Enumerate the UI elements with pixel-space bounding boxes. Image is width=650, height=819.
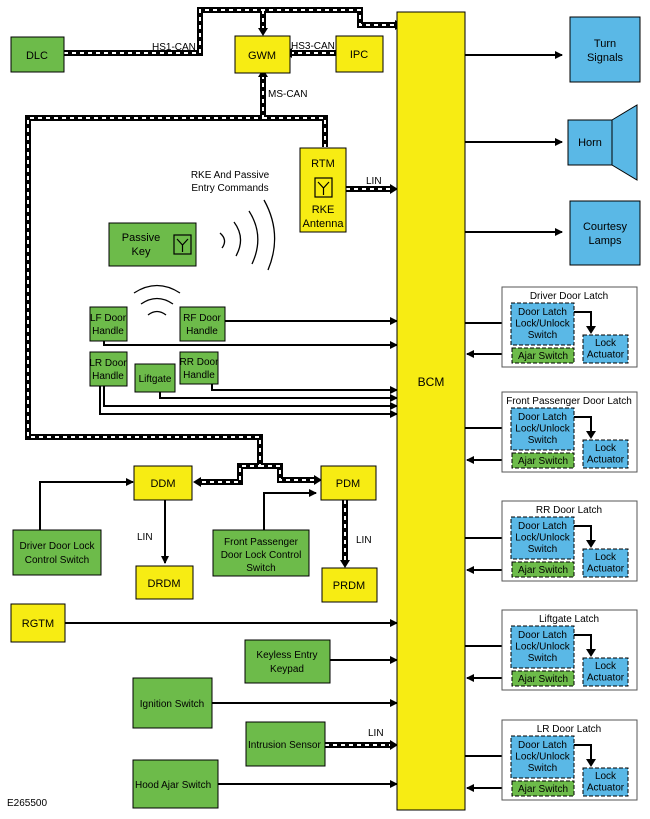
can-bus-lines xyxy=(25,7,403,750)
bcm-label: BCM xyxy=(418,375,445,389)
lin-label-pdm: LIN xyxy=(356,535,372,546)
drdm-label: DRDM xyxy=(148,578,181,590)
rtm-label: RTM xyxy=(311,158,335,170)
antenna-icon xyxy=(314,177,333,198)
dlc-module: DLC xyxy=(10,36,65,73)
latch-group-title: LR Door Latch xyxy=(537,724,601,735)
latch-group-title: Front Passenger Door Latch xyxy=(506,396,632,407)
horn-label: Horn xyxy=(578,137,602,149)
horn-icon xyxy=(611,104,638,181)
ms-can-label: MS-CAN xyxy=(268,89,307,100)
hood-ajar-switch-module: Hood Ajar Switch xyxy=(132,759,219,809)
antenna-icon xyxy=(173,234,192,255)
ajar-switch-label: Ajar Switch xyxy=(518,351,568,362)
latch-group-title: RR Door Latch xyxy=(536,505,602,516)
ajar-switch-label: Ajar Switch xyxy=(518,784,568,795)
ajar-switch-label: Ajar Switch xyxy=(518,674,568,685)
ddm-module: DDM xyxy=(133,465,193,501)
bus-labels: HS1-CAN HS3-CAN MS-CAN LIN LIN LIN LIN xyxy=(137,41,384,739)
signal-lines xyxy=(39,51,563,792)
ddm-label: DDM xyxy=(150,478,175,490)
latch-group-title: Driver Door Latch xyxy=(530,291,608,302)
gwm-module: GWM xyxy=(234,35,291,74)
ignition-switch-module: Ignition Switch xyxy=(132,677,213,729)
lin-label-intrusion: LIN xyxy=(368,728,384,739)
rgtm-label: RGTM xyxy=(22,618,54,630)
hs1-can-label: HS1-CAN xyxy=(152,42,196,53)
figure-id: E265500 xyxy=(7,798,47,809)
liftgate-label: Liftgate xyxy=(139,374,172,385)
ajar-switch-label: Ajar Switch xyxy=(518,565,568,576)
ipc-module: IPC xyxy=(335,35,384,73)
dlc-label: DLC xyxy=(26,50,48,62)
latch-group-title: Liftgate Latch xyxy=(539,614,599,625)
bcm-module: BCM xyxy=(396,11,466,811)
horn-output: Horn xyxy=(567,104,638,181)
hs3-can-label: HS3-CAN xyxy=(291,41,335,52)
lin-label-rtm: LIN xyxy=(366,176,382,187)
wireless-waves-icon xyxy=(219,199,276,271)
prdm-module: PRDM xyxy=(321,567,378,603)
intrusion-sensor-label: Intrusion Sensor xyxy=(248,740,321,751)
drdm-module: DRDM xyxy=(135,565,194,600)
pdm-label: PDM xyxy=(336,478,360,490)
gwm-label: GWM xyxy=(248,50,276,62)
ajar-switch-label: Ajar Switch xyxy=(518,456,568,467)
ignition-switch-label: Ignition Switch xyxy=(140,699,204,710)
pdm-module: PDM xyxy=(320,465,377,501)
prdm-label: PRDM xyxy=(333,580,365,592)
ipc-label: IPC xyxy=(350,49,368,61)
wireless-waves-icon xyxy=(133,284,181,316)
intrusion-sensor-module: Intrusion Sensor xyxy=(245,721,326,767)
lin-label-ddm: LIN xyxy=(137,532,153,543)
liftgate-module: Liftgate xyxy=(134,363,176,393)
hood-ajar-switch-label: Hood Ajar Switch xyxy=(135,780,211,791)
rgtm-module: RGTM xyxy=(10,603,66,643)
